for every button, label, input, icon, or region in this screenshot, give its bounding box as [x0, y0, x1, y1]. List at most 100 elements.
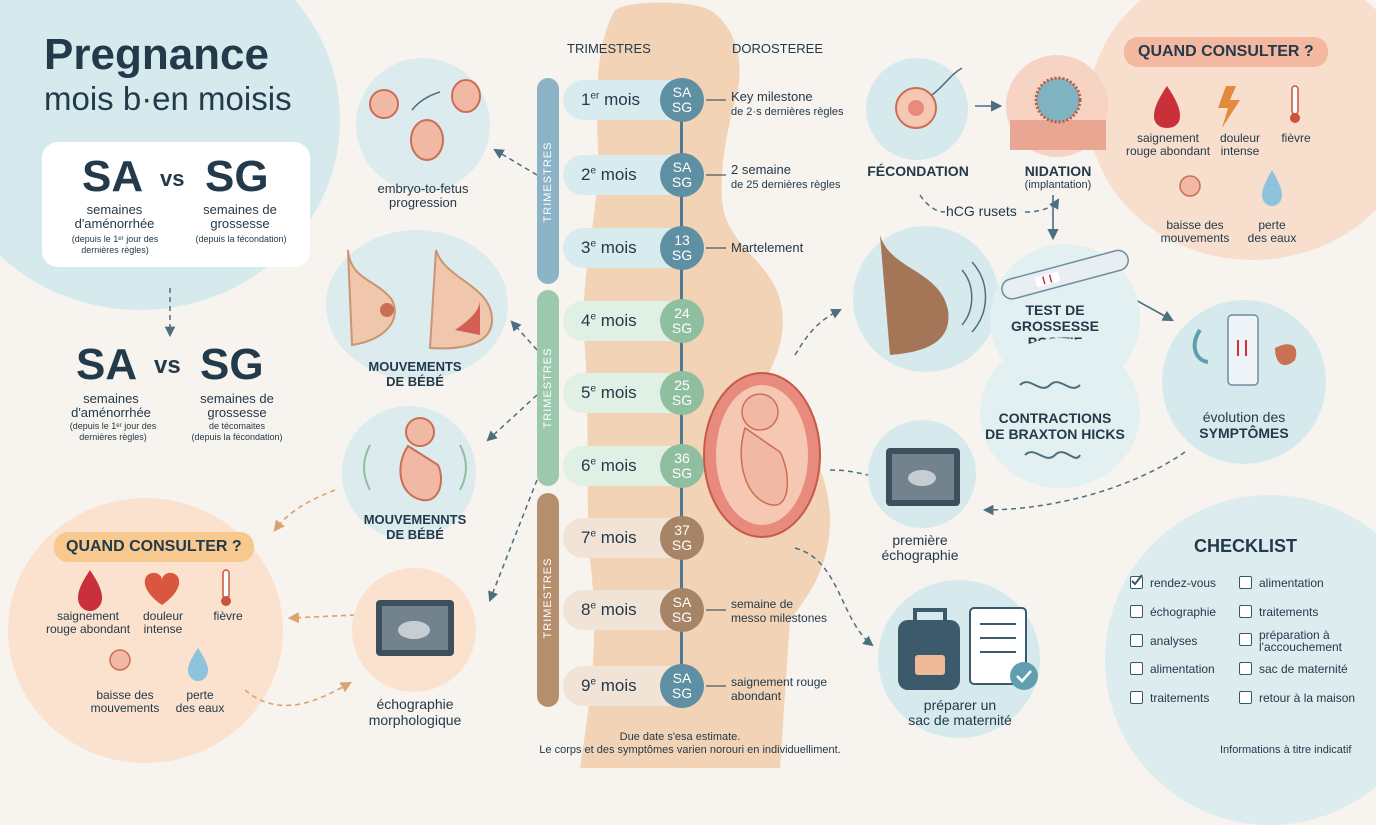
contractions-label-1: CONTRACTIONS: [998, 410, 1112, 426]
checkbox[interactable]: [1239, 662, 1252, 675]
month-label: 4e mois: [581, 311, 637, 330]
contractions-circle: [980, 338, 1140, 488]
sa-sg-block-2: SA vs SG semaines d'aménorrhée (depuis l…: [42, 340, 310, 460]
test-label-1: TEST DE: [1025, 302, 1085, 318]
checklist-label: préparation à l'accouchement: [1259, 628, 1343, 654]
thermometer-icon: [1291, 85, 1299, 115]
checkbox[interactable]: [1130, 691, 1143, 704]
sa-note: (depuis le 1ᵉʳ jour des dernières règles…: [71, 234, 159, 255]
checklist-item-rendez-vous[interactable]: rendez-vous: [1130, 574, 1217, 590]
consult-right-title: QUAND CONSULTER ?: [1124, 37, 1328, 67]
fetus-label-1: MOUVEMENNTS: [363, 512, 467, 527]
echo-morpho-label-2: morphologique: [368, 712, 462, 728]
consult-left-title: QUAND CONSULTER ?: [54, 532, 254, 562]
test-label-2: GROSSESSE: [1011, 318, 1099, 334]
item-line-1: baisse des: [1166, 218, 1224, 232]
item-line-1: douleur: [1219, 131, 1261, 145]
fecondation-label: FÉCONDATION: [867, 163, 969, 179]
vs-label: vs: [160, 166, 185, 191]
vs-label: vs: [154, 352, 181, 379]
checklist-item-analyses[interactable]: analyses: [1130, 634, 1197, 648]
checklist-label: échographie: [1150, 605, 1217, 619]
footer-line-2: Le corps et des symptômes varien norouri…: [539, 744, 841, 756]
checklist-item-traitements-2[interactable]: traitements: [1239, 605, 1318, 619]
evolution-label-1: évolution des: [1202, 409, 1286, 425]
contractions-label-2: DE BRAXTON HICKS: [985, 426, 1125, 442]
sg-desc: semaines de grossesse: [203, 202, 277, 231]
evolution-icon: [1192, 314, 1297, 386]
sa-sg-card-1: SA vs SG semaines d'aménorrhée (depuis l…: [42, 142, 310, 267]
embryo-label-2: progression: [389, 195, 457, 210]
checklist-label: alimentation: [1150, 662, 1215, 676]
checkbox[interactable]: [1239, 605, 1252, 618]
consult-right-icons: [1154, 85, 1300, 206]
belly-label-2: DE BÉBÉ: [386, 374, 444, 389]
column-header-dorosteree: DOROSTEREE: [732, 41, 824, 56]
item-line-2: rouge abondant: [45, 622, 131, 636]
checklist-item-preparation[interactable]: préparation à l'accouchement: [1239, 629, 1359, 653]
checklist-item-sac[interactable]: sac de maternité: [1239, 662, 1348, 676]
belly-icon: [347, 249, 494, 350]
sa-label: SA: [82, 152, 144, 201]
month-label: 2e mois: [581, 165, 637, 184]
item-line-2: des eaux: [175, 701, 225, 715]
item-line-1: baisse des: [96, 688, 154, 702]
ultrasound-icon: [886, 448, 960, 506]
checkbox[interactable]: [1239, 691, 1252, 704]
lightning-icon: [1218, 86, 1240, 128]
checklist-item-echographie[interactable]: échographie: [1130, 605, 1216, 619]
evolution-label-2: SYMPTÔMES: [1199, 425, 1289, 441]
sa-note: (depuis le 1ᵉʳ jour des dernières règles…: [69, 421, 157, 442]
checklist-title: CHECKLIST: [1194, 536, 1297, 556]
pregnancy-test-icon: [1001, 249, 1129, 300]
page-subtitle: mois b·en moisis: [44, 80, 292, 117]
checklist-item-retour[interactable]: retour à la maison: [1239, 691, 1355, 705]
trimester-bar-2: [537, 290, 559, 486]
checklist-label: rendez-vous: [1150, 576, 1217, 590]
blood-drop-icon: [1154, 86, 1180, 128]
consult-left-item-3: fièvre: [200, 610, 256, 623]
echo1-label-2: échographie: [881, 547, 959, 563]
sg-note: (depuis la fécondation): [195, 234, 287, 244]
month-row-3: 3e mois: [563, 228, 693, 268]
connectors: [164, 100, 1186, 707]
checklist-label: alimentation: [1259, 576, 1324, 590]
checkbox[interactable]: [1130, 605, 1143, 618]
sg-note-2: (depuis la fécondation): [191, 432, 283, 442]
checkbox-checked[interactable]: [1130, 574, 1143, 589]
checkbox[interactable]: [1239, 633, 1252, 646]
sa-desc: semaines d'aménorrhée: [74, 202, 155, 231]
checklist-item-traitements[interactable]: traitements: [1130, 691, 1209, 705]
checkbox[interactable]: [1239, 576, 1252, 589]
page-title: Pregnance: [44, 30, 269, 79]
water-drop-icon: [1262, 170, 1282, 206]
item-line-1: fièvre: [213, 609, 243, 623]
checklist-item-alimentation[interactable]: alimentation: [1130, 662, 1215, 676]
item-line-2: intense: [143, 622, 183, 636]
echo1-label-1: première: [892, 532, 948, 548]
echo-morpho-label-1: échographie: [376, 696, 454, 712]
bag-label-2: sac de maternité: [908, 712, 1012, 728]
water-drop-icon: [188, 648, 208, 681]
nidation-sublabel: (implantation): [1024, 179, 1092, 191]
blood-drop-icon: [78, 570, 102, 611]
sa-desc: semaines d'aménorrhée: [71, 391, 151, 420]
checklist-label: traitements: [1150, 691, 1210, 705]
trimester-bar-1: [537, 78, 559, 284]
checkbox[interactable]: [1130, 662, 1143, 675]
checklist-item-alimentation-2[interactable]: alimentation: [1239, 576, 1324, 590]
checkbox[interactable]: [1130, 634, 1143, 647]
echo-morpho-icon: [376, 600, 454, 656]
